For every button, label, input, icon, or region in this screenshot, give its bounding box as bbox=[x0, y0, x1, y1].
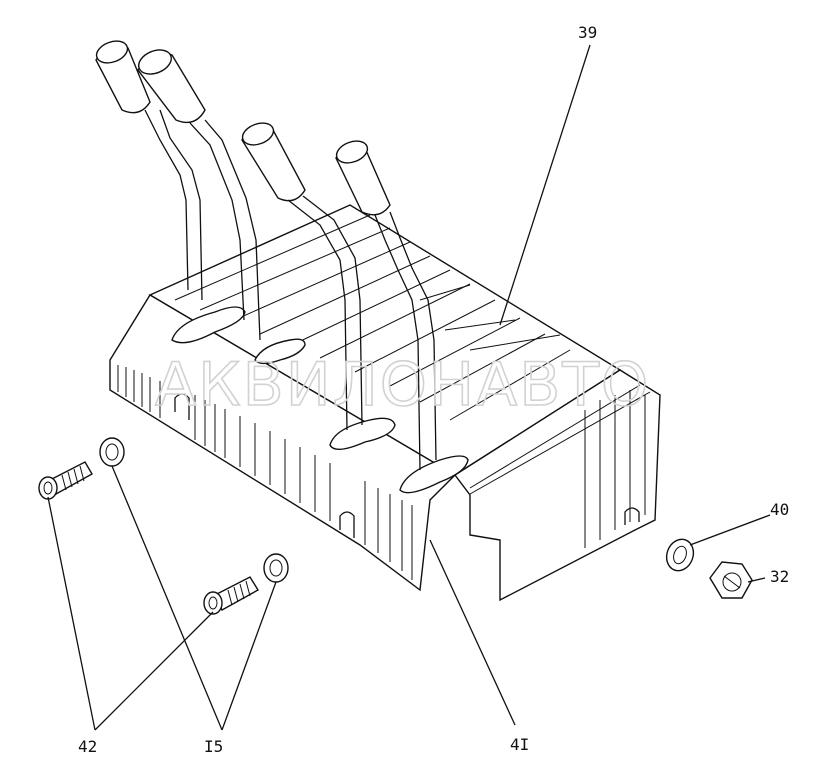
nut-32 bbox=[709, 561, 753, 599]
lever-1 bbox=[95, 40, 203, 301]
washer-15-left bbox=[99, 437, 125, 467]
front-face-hatching bbox=[117, 365, 413, 580]
lever-3 bbox=[241, 122, 363, 431]
washer-15-right bbox=[263, 553, 289, 583]
callout-42: 42 bbox=[78, 737, 97, 756]
leader-lines bbox=[47, 44, 771, 731]
bolt-42-left bbox=[38, 461, 93, 500]
callout-32: 32 bbox=[770, 567, 789, 586]
callout-15: I5 bbox=[204, 737, 223, 756]
lever-4 bbox=[335, 140, 437, 471]
callout-41: 4I bbox=[510, 735, 529, 754]
lever-2 bbox=[137, 49, 261, 341]
lever-slots bbox=[171, 306, 469, 494]
washer-40 bbox=[665, 538, 695, 572]
control-levers bbox=[95, 40, 437, 471]
watermark-text: АКВИЛОНАВТО bbox=[155, 350, 650, 420]
right-face-hatching bbox=[469, 384, 651, 548]
control-cover-housing bbox=[109, 204, 661, 602]
bolt-42-right bbox=[203, 576, 259, 615]
callout-40: 40 bbox=[770, 500, 789, 519]
callout-39: 39 bbox=[578, 23, 597, 42]
